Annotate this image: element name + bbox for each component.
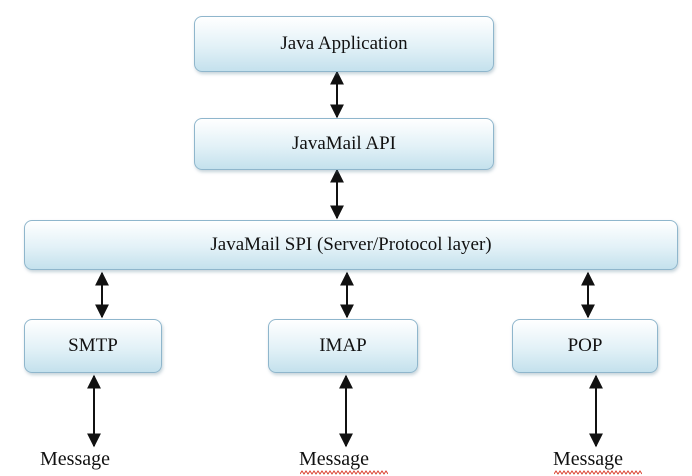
javamail-api-box: JavaMail API <box>194 118 494 170</box>
imap-spellcheck-underline <box>300 470 388 475</box>
smtp-label: SMTP <box>68 335 118 356</box>
java-application-box: Java Application <box>194 16 494 72</box>
pop-label: POP <box>567 335 603 356</box>
java-application-label: Java Application <box>280 33 408 54</box>
imap-box: IMAP <box>268 319 418 373</box>
pop-message-label: Message <box>553 448 623 470</box>
javamail-spi-label: JavaMail SPI (Server/Protocol layer) <box>210 234 492 255</box>
smtp-message-label: Message <box>40 448 110 470</box>
javamail-api-label: JavaMail API <box>292 133 396 154</box>
smtp-box: SMTP <box>24 319 162 373</box>
imap-label: IMAP <box>319 335 367 356</box>
javamail-spi-box: JavaMail SPI (Server/Protocol layer) <box>24 220 678 270</box>
pop-spellcheck-underline <box>554 470 642 475</box>
pop-box: POP <box>512 319 658 373</box>
imap-message-label: Message <box>299 448 369 470</box>
